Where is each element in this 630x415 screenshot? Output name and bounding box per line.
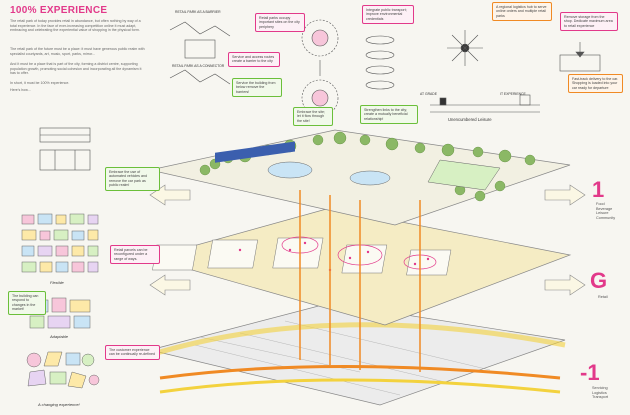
flow-arrows xyxy=(149,184,586,296)
solar-panels xyxy=(215,141,295,163)
level-label-g: G xyxy=(590,268,608,293)
level-text-line: Transport xyxy=(592,395,609,400)
note-fast-track: Fast-track delivery to the car. Shopping… xyxy=(568,74,623,94)
caption-changing: A changing experience! xyxy=(38,402,80,407)
level-text-g: Retail xyxy=(598,295,608,300)
level-label-minus-1: -1 xyxy=(580,360,600,385)
note-strengthen: Strengthen links to the city; create a m… xyxy=(360,105,418,125)
hub-diagram xyxy=(447,30,483,66)
level-text-line: Logistics xyxy=(592,390,607,395)
leisure-caption: Unencumbered Leisure xyxy=(448,117,492,122)
level-text-line: Leisure xyxy=(596,211,609,216)
intro-paragraph: And it must be a place that is part of t… xyxy=(10,62,142,76)
note-embrace-site: Embrace the site; let it flow through th… xyxy=(293,107,333,127)
flexible-grid xyxy=(21,213,99,273)
note-embrace: Embrace the use of automated vehicles an… xyxy=(105,167,160,191)
intro-paragraph: The retail park of the future must be a … xyxy=(10,47,145,56)
leisure-section xyxy=(430,94,540,113)
level-minus-1 xyxy=(149,302,566,406)
level-text-minus-1: Servicing Logistics Transport xyxy=(592,386,608,400)
intro-paragraph: Here's how... xyxy=(10,88,31,92)
note-building: The building can respond to changes in t… xyxy=(8,291,46,315)
caption-adaptable: Adaptable xyxy=(50,334,69,339)
shop-sketch-top xyxy=(39,127,91,171)
adaptable-grid xyxy=(29,297,91,329)
level-text-line: Food xyxy=(596,202,605,206)
note-integrate: Integrate public transport; improve envi… xyxy=(362,5,414,25)
service-road xyxy=(159,365,561,380)
connector-diagram xyxy=(301,19,339,117)
level-text-line: Community xyxy=(596,215,616,220)
note-remove-storage: Remove storage from the shop. Dedicate m… xyxy=(560,12,618,32)
sketch-label: IT EXPERIENCE xyxy=(500,92,526,96)
intro-paragraph: In short, it must be 100% experience. xyxy=(10,81,70,85)
sketch-label: RETAIL PARK AS A BARRIER xyxy=(175,10,221,14)
barrier-sketch xyxy=(169,21,231,85)
note-logistics: A regional logistics hub to serve online… xyxy=(492,2,552,22)
note-service-building: Service the building from below remove t… xyxy=(232,78,282,98)
intro-paragraph: The retail park of today provides retail… xyxy=(10,19,141,33)
level-1 xyxy=(149,129,571,226)
level-text-line: Retail xyxy=(598,295,608,299)
note-parcels: Retail parcels can be reconfigured under… xyxy=(110,245,160,265)
vertical-cores xyxy=(299,190,421,372)
stack-diagram xyxy=(365,35,395,90)
level-text-line: Beverage xyxy=(596,206,613,211)
note-retail-parks: Retail parks occupy important sites on t… xyxy=(255,13,305,33)
changing-grid xyxy=(26,351,100,389)
page-title: 100% EXPERIENCE xyxy=(10,5,108,16)
sketch-label: AT GRADE xyxy=(420,92,438,96)
level-text-line: Servicing xyxy=(592,386,608,390)
note-customer: The customer experience can be continual… xyxy=(105,345,160,360)
level-label-1: 1 xyxy=(592,177,605,202)
car-drop-diagram xyxy=(559,42,601,72)
service-road-2 xyxy=(159,378,561,394)
sketch-label: RETAIL PARK AS A CONNECTOR xyxy=(172,64,225,68)
caption-flexible: Flexible xyxy=(50,280,64,285)
level-text-1: Food Beverage Leisure Community xyxy=(596,202,615,220)
note-service: Service and access routes create a barri… xyxy=(228,52,280,67)
